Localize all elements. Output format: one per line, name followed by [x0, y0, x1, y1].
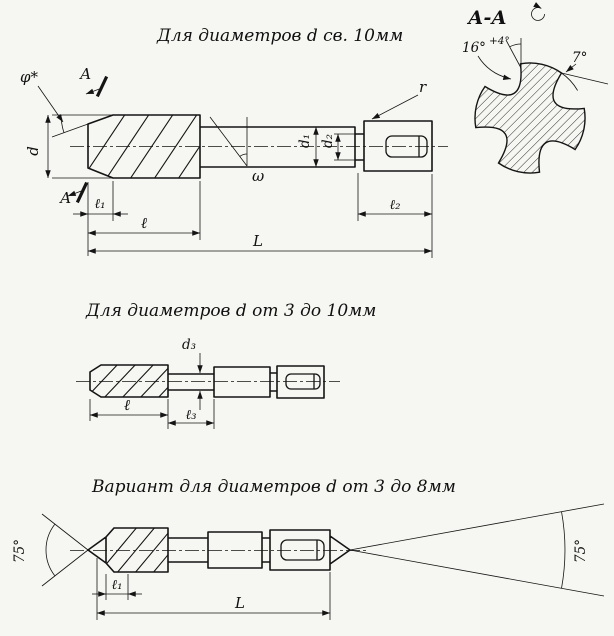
section-annotations: [477, 38, 609, 91]
drawing1-title: Для диаметров d св. 10мм: [156, 26, 403, 46]
l-label: ℓ: [141, 214, 147, 232]
section-cut-marks: [75, 75, 109, 204]
square-drive-slot: [280, 539, 325, 561]
r-label: r: [419, 78, 427, 96]
tap-outline: [89, 364, 325, 399]
d2-label: d₂: [320, 134, 336, 148]
l3-label: ℓ₃: [185, 407, 196, 423]
tap-outline: [87, 527, 351, 573]
d-label: d: [24, 146, 42, 156]
L-label-2: L: [234, 594, 245, 612]
l1-label: ℓ₁: [94, 196, 105, 212]
rotation-arrow-icon: [531, 2, 545, 21]
drawing3-title: Вариант для диаметров d от 3 до 8мм: [91, 477, 456, 497]
d1-label: d₁: [297, 134, 313, 148]
dimension-lines-top: [37, 85, 433, 258]
square-drive-slot: [385, 135, 428, 158]
l2-label: ℓ₂: [389, 197, 400, 213]
dimension-lines-bottom: [41, 503, 605, 620]
dimension-lines-middle: [89, 353, 215, 429]
section-aa-view: А-А 16° +4° 7°: [462, 2, 609, 174]
section-label-bottom: А: [59, 189, 71, 207]
tap-cross-section: [474, 62, 586, 174]
flute-lines: [106, 528, 168, 572]
tap-over-10mm-view: Для диаметров d св. 10мм φ* А А d d₁ d₂ …: [20, 26, 448, 258]
l1-label-2: ℓ₁: [111, 577, 122, 593]
square-drive-slot: [285, 373, 321, 390]
omega-label: ω: [252, 167, 264, 185]
tap-3-to-10mm-view: Для диаметров d от 3 до 10мм d₃ ℓ ℓ₃: [76, 301, 376, 429]
rake-angle-label: 16°: [462, 40, 486, 56]
section-title: А-А: [466, 7, 507, 29]
L-label: L: [252, 232, 263, 250]
rake-tol-label: +4°: [489, 35, 510, 47]
section-label-top: А: [79, 65, 91, 83]
tap-variant-3-to-8mm-view: Вариант для диаметров d от 3 до 8мм 75° …: [12, 477, 605, 620]
phi-label: φ*: [20, 68, 39, 86]
relief-angle-label: 7°: [572, 50, 587, 66]
l-label-2: ℓ: [124, 396, 130, 414]
drawing2-title: Для диаметров d от 3 до 10мм: [85, 301, 376, 321]
angle-left-label: 75°: [12, 539, 28, 563]
d3-label: d₃: [182, 337, 196, 353]
angle-right-label: 75°: [573, 539, 589, 563]
flute-lines: [90, 365, 168, 397]
flute-lines: [88, 115, 200, 178]
